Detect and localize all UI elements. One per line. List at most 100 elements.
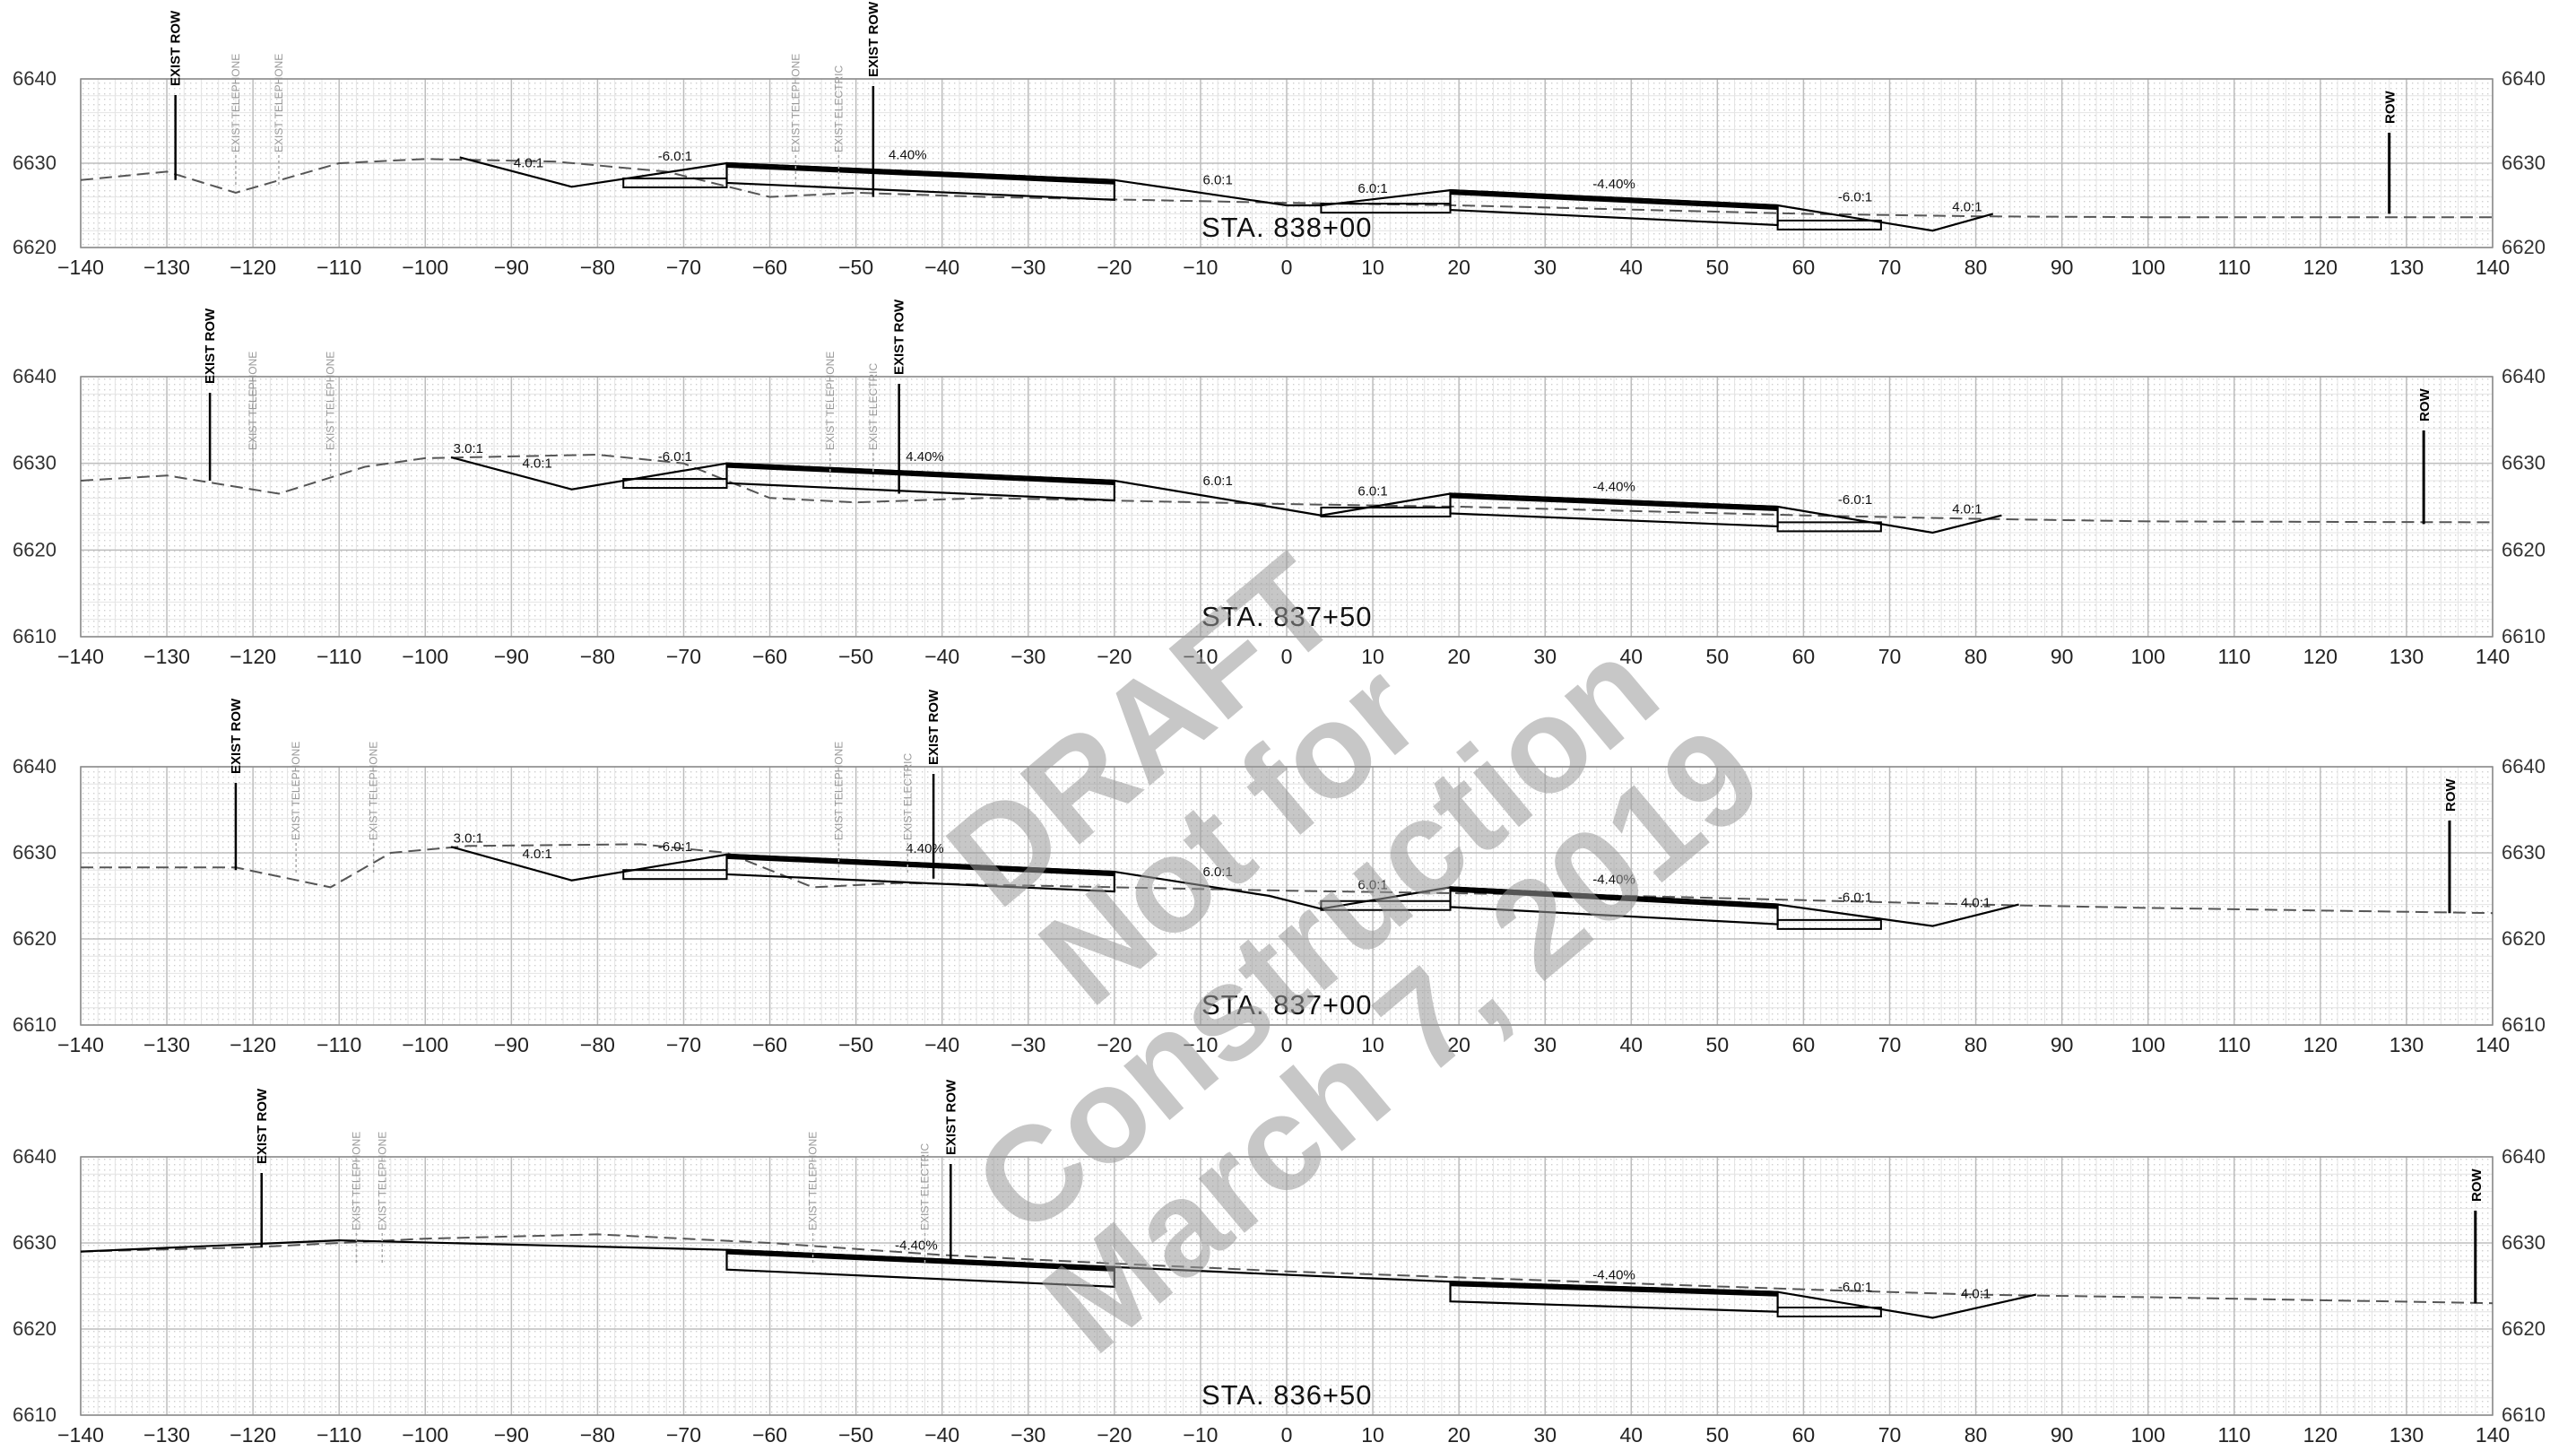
elevation-label-left: 6630 xyxy=(13,841,56,864)
elevation-label-left: 6630 xyxy=(13,152,56,174)
offset-label: −110 xyxy=(317,256,361,279)
left-roadway-pavement xyxy=(725,853,1115,893)
offset-label: −50 xyxy=(838,1423,873,1447)
offset-label: −80 xyxy=(580,256,615,279)
station-label: STA. 836+50 xyxy=(1201,1379,1373,1411)
offset-label: −90 xyxy=(494,645,529,668)
slope-label: 6.0:1 xyxy=(1357,483,1387,499)
slope-label: -6.0:1 xyxy=(1838,1280,1872,1295)
offset-label: 130 xyxy=(2390,1423,2424,1447)
offset-label: 90 xyxy=(2051,256,2074,279)
offset-label: 80 xyxy=(1965,645,1988,668)
slope-label: 4.0:1 xyxy=(514,156,543,171)
offset-label: 90 xyxy=(2051,1423,2074,1447)
slope-label: 4.0:1 xyxy=(1961,1286,1991,1301)
median-shoulder-block xyxy=(1320,203,1452,214)
offset-label: −100 xyxy=(402,645,448,668)
offset-label: −130 xyxy=(143,256,190,279)
slope-label: -6.0:1 xyxy=(1838,492,1872,508)
right-shoulder-block xyxy=(1776,219,1882,230)
slope-label: 4.40% xyxy=(906,449,944,465)
offset-label: 120 xyxy=(2303,645,2337,668)
offset-label: −100 xyxy=(402,256,448,279)
elevation-label-right: 6610 xyxy=(2502,625,2546,647)
offset-label: −80 xyxy=(580,645,615,668)
offset-label: −120 xyxy=(230,1423,276,1447)
elevation-label-right: 6630 xyxy=(2502,152,2546,174)
slope-label: 4.40% xyxy=(906,841,944,856)
utility-label: EXIST TELEPHONE xyxy=(789,54,802,152)
offset-label: −140 xyxy=(57,256,104,279)
right-shoulder-block xyxy=(1776,521,1882,533)
offset-label: 10 xyxy=(1361,1423,1384,1447)
slope-label: 6.0:1 xyxy=(1202,474,1232,489)
offset-label: −100 xyxy=(402,1423,448,1447)
slope-label: -4.40% xyxy=(1592,1267,1635,1282)
offset-label: 50 xyxy=(1706,645,1730,668)
offset-label: −10 xyxy=(1183,1033,1218,1056)
slope-label: -4.40% xyxy=(1592,873,1635,888)
offset-label: 130 xyxy=(2390,256,2424,279)
right-roadway-pavement-surface xyxy=(1450,888,1778,909)
row-label: ROW xyxy=(2443,778,2459,812)
offset-label: 60 xyxy=(1792,256,1816,279)
offset-label: −120 xyxy=(230,1033,276,1056)
elevation-label-left: 6630 xyxy=(13,1231,56,1254)
offset-label: 120 xyxy=(2303,1423,2337,1447)
offset-label: 70 xyxy=(1878,1033,1902,1056)
utility-label: EXIST TELEPHONE xyxy=(325,352,337,450)
offset-label: 80 xyxy=(1965,256,1988,279)
offset-label: 130 xyxy=(2390,1033,2424,1056)
exist-row-label: EXIST ROW xyxy=(943,1079,958,1155)
offset-label: −110 xyxy=(317,1033,361,1056)
offset-label: 50 xyxy=(1706,256,1730,279)
elevation-label-left: 6620 xyxy=(13,1317,56,1340)
slope-label: 6.0:1 xyxy=(1202,865,1232,880)
left-roadway-pavement xyxy=(725,1248,1115,1289)
offset-label: 110 xyxy=(2217,256,2251,279)
left-shoulder-block xyxy=(622,478,728,490)
left-roadway-pavement-surface xyxy=(726,164,1115,185)
utility-label: EXIST TELEPHONE xyxy=(247,352,259,450)
utility-label: EXIST TELEPHONE xyxy=(376,1132,388,1230)
elevation-label-left: 6640 xyxy=(13,67,56,90)
exist-row-label: EXIST ROW xyxy=(169,10,184,86)
offset-label: 20 xyxy=(1447,256,1470,279)
slope-label: 4.0:1 xyxy=(522,847,551,862)
utility-label: EXIST TELEPHONE xyxy=(230,54,242,152)
exist-row-label: EXIST ROW xyxy=(892,299,907,375)
offset-label: −40 xyxy=(924,1033,959,1056)
offset-label: −20 xyxy=(1097,1423,1132,1447)
slope-label: 4.0:1 xyxy=(1952,502,1982,517)
elevation-label-left: 6620 xyxy=(13,927,56,950)
offset-label: −120 xyxy=(230,256,276,279)
elevation-label-left: 6610 xyxy=(13,1403,56,1426)
proposed-section-line xyxy=(450,456,2002,534)
elevation-label-right: 6640 xyxy=(2502,67,2546,90)
offset-label: 10 xyxy=(1361,645,1384,668)
elevation-label-left: 6610 xyxy=(13,1013,56,1036)
offset-label: 110 xyxy=(2217,645,2251,668)
offset-label: −140 xyxy=(57,1033,104,1056)
offset-label: −20 xyxy=(1097,1033,1132,1056)
slope-label: 3.0:1 xyxy=(454,441,483,456)
existing-ground-line xyxy=(81,843,2494,915)
offset-label: −10 xyxy=(1183,645,1218,668)
offset-label: −100 xyxy=(402,1033,448,1056)
utility-label: EXIST ELECTRIC xyxy=(901,753,914,840)
offset-label: −90 xyxy=(494,1423,529,1447)
offset-label: 120 xyxy=(2303,1033,2337,1056)
offset-label: −80 xyxy=(580,1423,615,1447)
row-label: ROW xyxy=(2417,388,2433,422)
offset-label: 40 xyxy=(1619,1423,1643,1447)
offset-label: −40 xyxy=(924,256,959,279)
slope-label: 6.0:1 xyxy=(1357,877,1387,892)
slope-label: -6.0:1 xyxy=(1838,189,1872,204)
utility-label: EXIST TELEPHONE xyxy=(290,742,302,840)
offset-label: −110 xyxy=(317,1423,361,1447)
cross-section-panels: 6640 6640 6630 6630 6620 6620 −140 −130 −120 −110… xyxy=(13,1,2546,1447)
exist-row-label: EXIST ROW xyxy=(866,1,881,77)
